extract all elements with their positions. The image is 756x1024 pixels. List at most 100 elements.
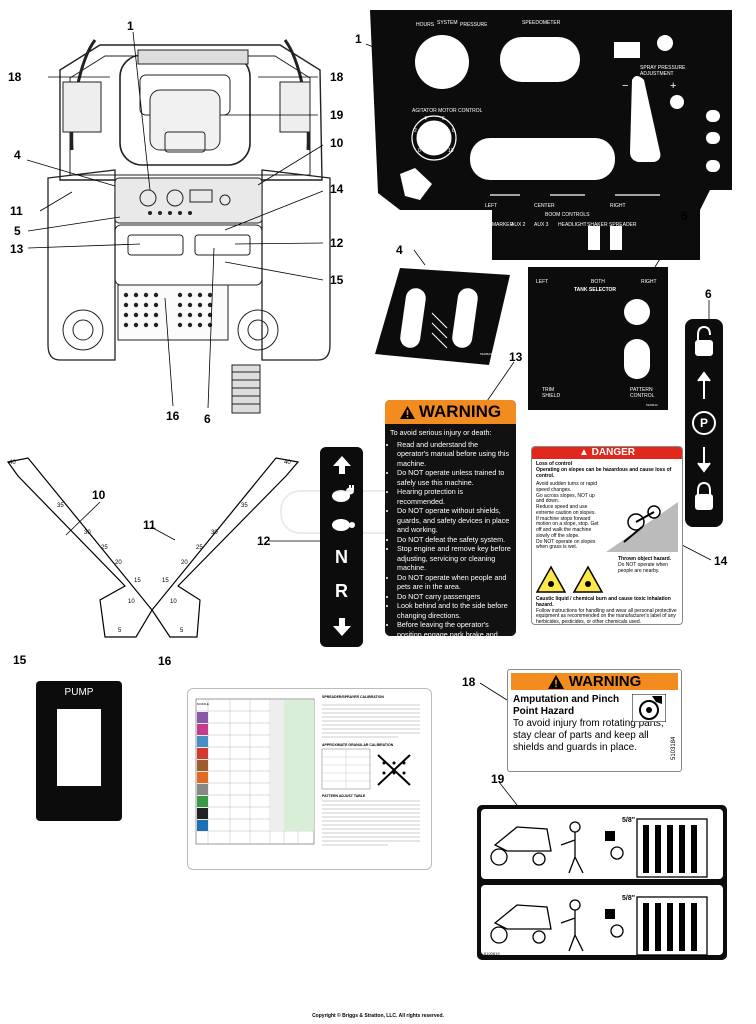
bottom-label-shaker: SHAKER [587,222,608,228]
ruler11-mark-20: 20 [181,560,188,566]
arrow-up-icon [333,456,351,474]
callout-6-part: 6 [705,287,712,301]
tank-selector-decal: LEFT BOTH RIGHT TANK SELECTOR TRIM SHIEL… [528,267,668,410]
ruler11-mark-30: 30 [211,530,218,536]
bottom-label-headlight: HEADLIGHT [558,222,587,228]
callout-1-overview: 1 [127,19,134,33]
speedometer-label: SPEEDOMETER [522,20,561,26]
warning13-item: Read and understand the operator's manua… [397,440,511,469]
danger14-loss-item: If machine stops forward motion on a slo… [536,515,599,539]
bottom-label-spreader: SPREADER [609,222,637,228]
warning13-item: Do NOT operate when people and pets are … [397,573,511,592]
danger14-loss-sub: Operating on slopes can be hazardous and… [536,466,672,479]
callout-16-part: 16 [158,654,172,668]
rotating-parts-icon [632,694,666,722]
pattern-control-slot [624,339,650,379]
boom-right-label: RIGHT [610,203,626,209]
ruler10-mark-30: 30 [84,530,91,536]
warning18-part-number: 5103184 [671,736,677,760]
ruler11-mark-35: 35 [241,503,248,509]
ruler10-mark-20: 20 [115,560,122,566]
dial-num-2: 2 [414,128,417,134]
decal19-size-top: 5/8" [622,817,636,824]
danger14-loss-title: Loss of control [536,461,573,467]
decal19-part-number: 5100619 [484,951,500,956]
callout-18-part: 18 [462,675,476,689]
decal-19: 5/8" 5/8" 5100619 [477,805,727,960]
ruler11-mark-5: 5 [180,628,184,634]
calibration-chart-decal: SPREADER/SPRAYER CALIBRATION APPROXIMATE… [187,688,432,870]
callout-10-overview: 10 [330,136,344,150]
park-lock-graphics: P [692,325,716,510]
tank5-part-number: 5100612 [646,403,658,407]
ruler11-mark-40: 40 [284,460,291,466]
callout-4-overview: 4 [14,148,21,162]
tank-both-label: BOTH [591,279,605,285]
callout-11-part: 11 [143,518,156,532]
danger14-header: ▲ DANGER [532,447,682,459]
trim-decal-4 [375,268,510,365]
ruler10-mark-25: 25 [101,545,108,551]
tank-right-label: RIGHT [641,279,657,285]
danger14-thrown-title: Thrown object hazard. [618,556,672,562]
danger14-caustic-text: Follow instructions for handling and wea… [536,607,677,625]
danger14-caustic-title: Caustic liquid / chemical burn and cause… [536,596,671,608]
ruler11-mark-15: 15 [162,578,169,584]
trim-shield-label: TRIM SHIELD [542,387,561,399]
warning18-heading: Amputation and Pinch Point Hazard [513,694,620,717]
callout-5-overview: 5 [14,224,21,238]
warning13-item: Stop engine and remove key before adjust… [397,544,511,573]
warning18-text: To avoid injury from rotating parts, sta… [513,718,664,753]
park-lock-decal: P [685,319,723,527]
decal19-graphics [481,809,723,956]
card16-col-head: NOZZLE [197,702,209,706]
bottom-label-foam-marker: FOAM MARKER [476,222,514,228]
callout-16-overview: 16 [166,409,180,423]
dial-num-6: 6 [442,116,445,122]
ruler10-mark-5: 5 [118,628,122,634]
tank-selector-title: TANK SELECTOR [574,287,617,293]
dial-num-0: 0 [418,148,421,154]
agitator-label: AGITATOR MOTOR CONTROL [412,108,483,114]
callout-5-part: 5 [681,209,688,223]
ruler10-mark-40: 40 [9,460,16,466]
machine-overview-drawing [47,39,331,414]
callout-14-part: 14 [714,554,728,568]
callout-19-part: 19 [491,772,505,786]
pump-label: PUMP [64,687,94,698]
warning-decal-18: WARNING Amputation and Pinch Point Hazar… [507,669,682,772]
callout-12-overview: 12 [330,236,344,250]
warning-triangle-icon [399,405,415,419]
calibration-table-graphic [195,698,420,846]
callout-19-overview: 19 [330,108,344,122]
trim-shield-slot [624,299,650,325]
callout-10-part: 10 [92,488,106,502]
neutral-label: N [335,547,348,567]
ruler10-mark-35: 35 [57,503,64,509]
brand-watermark [280,490,424,534]
copyright-footer: Copyright © Briggs & Stratton, LLC. All … [312,1013,444,1019]
danger-decal-14: ▲ DANGER Loss of control Operating on sl… [531,446,683,625]
card16-section1: SPREADER/SPRAYER CALIBRATION [322,695,384,699]
callout-4-part: 4 [396,243,403,257]
decal4-part-number: 5100624 [480,352,492,356]
danger14-caustic-block: Caustic liquid / chemical burn and cause… [536,596,678,625]
slope-hazard-icon [606,502,678,552]
warning-triangle-icon [547,674,564,689]
warning13-list: Read and understand the operator's manua… [390,440,511,637]
card16-section3: PATTERN ADJUST TABLE [322,794,366,798]
boom-controls-label: BOOM CONTROLS [545,212,590,218]
callout-15-overview: 15 [330,273,344,287]
caustic-hazard-icons [536,565,604,593]
danger14-loss-item: Go across slopes, NOT up and down. [536,492,595,505]
decal19-size-bottom: 5/8" [622,895,636,902]
callout-18-left: 18 [8,70,22,84]
danger14-loss-item: Do NOT operate on slopes when grass is w… [536,538,596,551]
gear-selector-decal: N R [320,447,363,647]
danger14-loss-item: Reduce speed and use extreme caution on … [536,504,596,516]
boom-left-label: LEFT [485,203,498,209]
spray-pressure-label: SPRAY PRESSURE ADJUSTMENT [640,65,686,77]
warning13-item: Look behind and to the side before chang… [397,601,511,620]
danger14-thrown-block: Thrown object hazard. Do NOT operate whe… [618,556,678,574]
ruler10-mark-10: 10 [128,599,135,605]
